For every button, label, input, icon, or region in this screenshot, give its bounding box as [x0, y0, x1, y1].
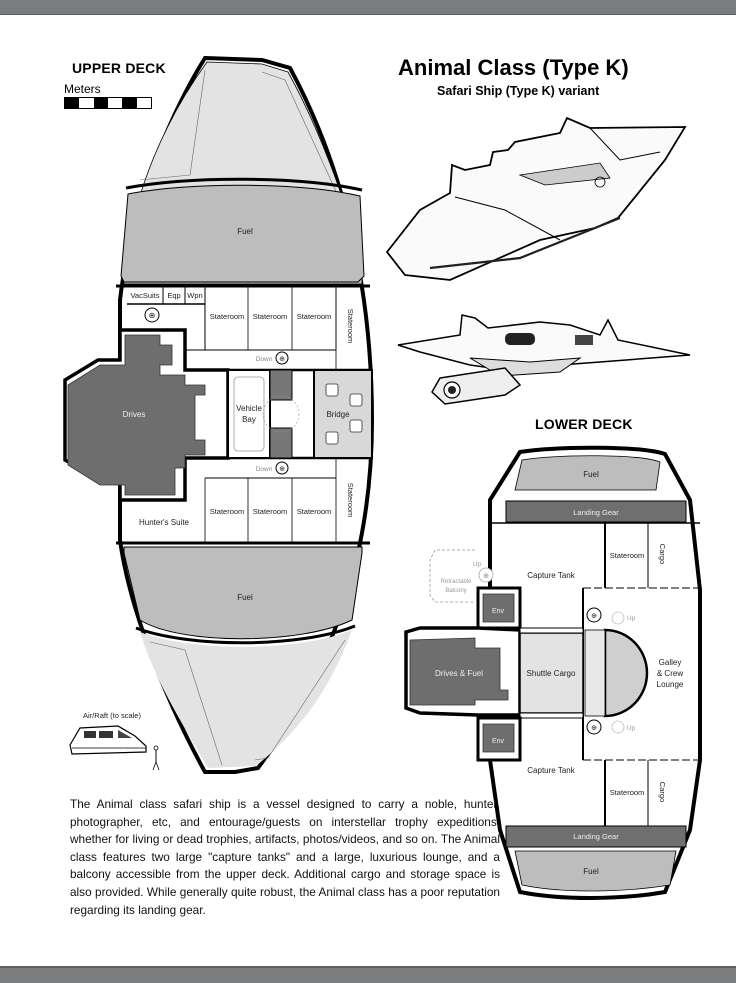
shuttle-cargo-label: Shuttle Cargo: [527, 669, 576, 678]
galley-label-2: & Crew: [657, 669, 683, 678]
capture-tank-2-label: Capture Tank: [527, 766, 575, 775]
description-paragraph: The Animal class safari ship is a vessel…: [70, 797, 500, 917]
fuel-aft-label: Fuel: [237, 593, 253, 602]
lower-fuel-aft-label: Fuel: [583, 867, 599, 876]
galley-label-1: Galley: [659, 658, 682, 667]
air-raft-label: Air/Raft (to scale): [83, 711, 141, 720]
svg-text:⊕: ⊕: [483, 573, 489, 580]
bridge-label: Bridge: [326, 410, 350, 419]
svg-text:⊕: ⊕: [279, 466, 285, 473]
stateroom-6-label: Stateroom: [253, 507, 288, 516]
ship-illustration-top: [385, 116, 687, 281]
scale-label: Meters: [64, 82, 101, 96]
galley-label-3: Lounge: [657, 680, 684, 689]
stateroom-1-label: Stateroom: [210, 312, 245, 321]
env-2-label: Env: [492, 738, 505, 745]
stateroom-3-label: Stateroom: [297, 312, 332, 321]
fuel-fore-label: Fuel: [237, 227, 253, 236]
lower-stateroom-1-label: Stateroom: [610, 551, 645, 560]
svg-text:⊕: ⊕: [279, 356, 285, 363]
svg-text:⊕: ⊕: [591, 613, 597, 620]
down-1-label: Down: [256, 356, 273, 363]
eqp-label: Eqp: [167, 291, 180, 300]
hunters-suite-label: Hunter's Suite: [139, 518, 190, 527]
drives-label: Drives: [123, 410, 146, 419]
lower-deck-label: LOWER DECK: [535, 416, 633, 432]
landing-gear-aft-label: Landing Gear: [573, 832, 619, 841]
env-1-label: Env: [492, 608, 505, 615]
stateroom-8-label: Stateroom: [346, 483, 355, 518]
stateroom-2-label: Stateroom: [253, 312, 288, 321]
retractable-balcony-label-2: Balcony: [445, 588, 466, 594]
svg-text:⊕: ⊕: [591, 725, 597, 732]
up-1-label: Up: [473, 561, 482, 568]
down-2-label: Down: [256, 466, 273, 473]
wpn-label: Wpn: [187, 291, 202, 300]
lower-fuel-fore-label: Fuel: [583, 470, 599, 479]
lower-stateroom-2-label: Stateroom: [610, 788, 645, 797]
scale-bar: [64, 97, 152, 109]
vacsuits-label: VacSuits: [130, 291, 159, 300]
page-subtitle: Safari Ship (Type K) variant: [437, 84, 600, 98]
stateroom-4-label: Stateroom: [346, 309, 355, 344]
vehicle-bay-label-1: Vehicle: [236, 404, 262, 413]
landing-gear-fore-label: Landing Gear: [573, 508, 619, 517]
page-title: Animal Class (Type K): [398, 55, 629, 80]
stateroom-7-label: Stateroom: [297, 507, 332, 516]
up-3-label: Up: [627, 725, 636, 732]
bottom-frame-bar: [0, 966, 736, 983]
ship-illustration-side: [397, 314, 691, 405]
retractable-balcony-label-1: Retractable: [441, 579, 472, 585]
drives-fuel-label: Drives & Fuel: [435, 669, 483, 678]
air-raft-illustration: [69, 725, 160, 771]
stateroom-5-label: Stateroom: [210, 507, 245, 516]
up-2-label: Up: [627, 615, 636, 622]
vehicle-bay-label-2: Bay: [242, 415, 256, 424]
upper-deck-label: UPPER DECK: [72, 60, 166, 76]
cargo-2-label: Cargo: [658, 782, 667, 802]
svg-text:⊕: ⊕: [149, 311, 156, 320]
top-frame-bar: [0, 0, 736, 15]
capture-tank-1-label: Capture Tank: [527, 571, 575, 580]
cargo-1-label: Cargo: [658, 544, 667, 564]
